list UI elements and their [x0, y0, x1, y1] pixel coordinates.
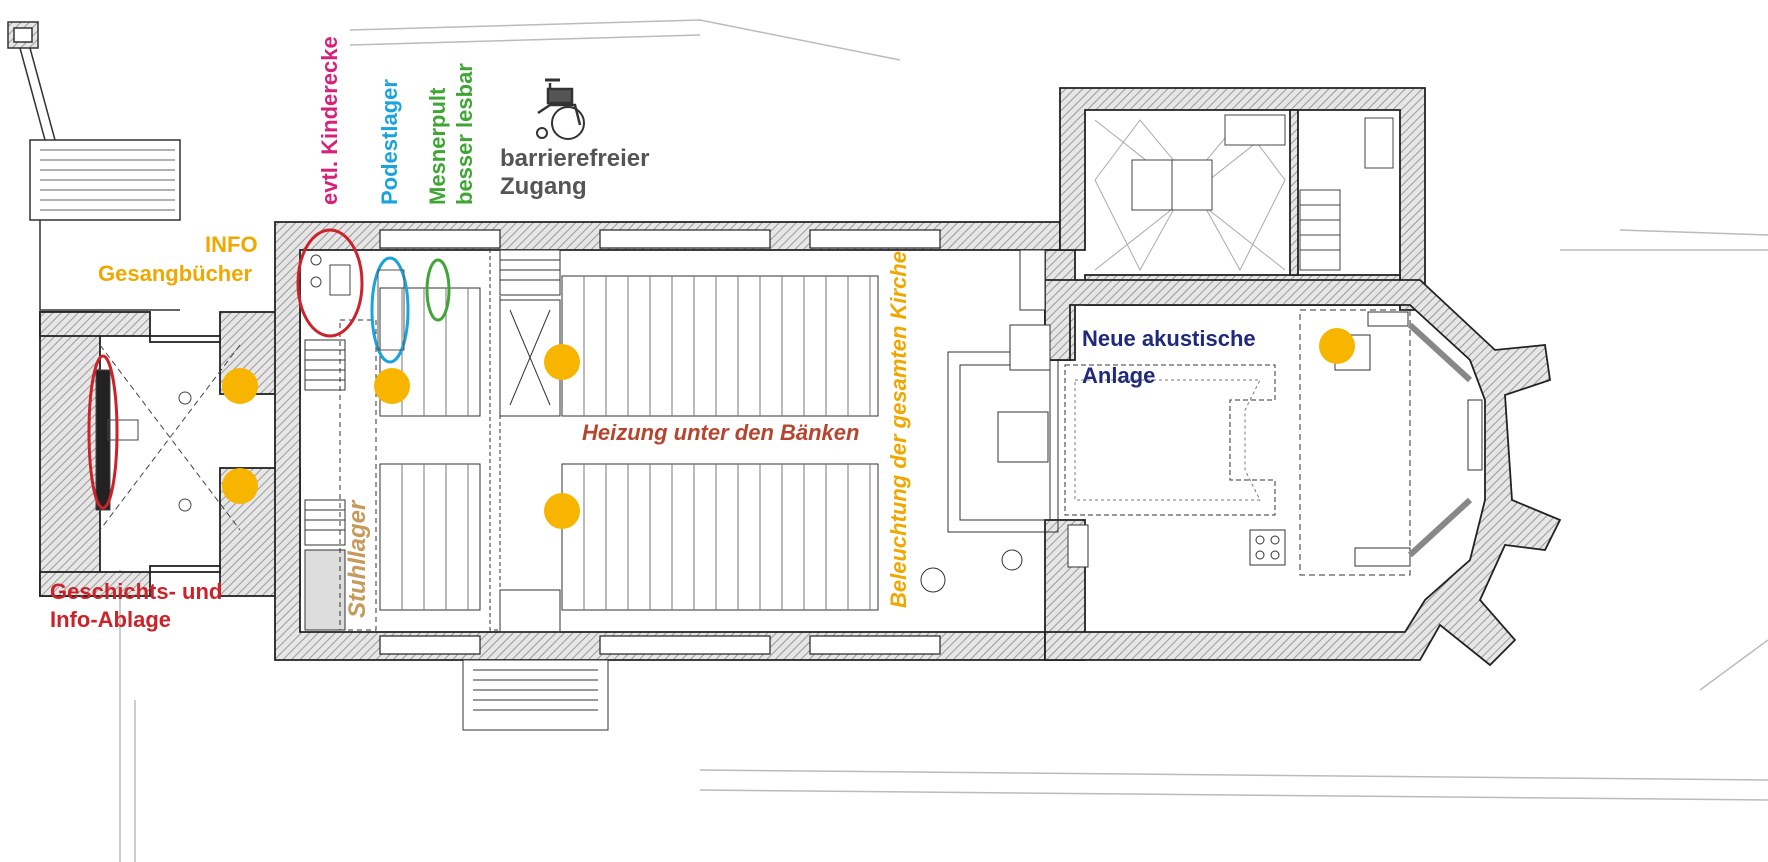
apse-walls [1044, 279, 1562, 667]
apse-interior [1009, 249, 1483, 576]
staircase-outside [7, 21, 181, 311]
label-info-line1: INFO [205, 232, 258, 257]
label-mesnerpult-line1: Mesnerpult [425, 87, 450, 205]
label-info-line2: Gesangbücher [98, 261, 253, 286]
wheelchair-icon [536, 78, 585, 140]
nave-windows [379, 229, 941, 655]
west-annex [39, 311, 301, 597]
central-aisle [462, 249, 609, 731]
label-barrierefrei-line2: Zugang [500, 173, 587, 200]
label-geschichts-line2: Info-Ablage [50, 607, 171, 632]
heating-dot-icon [222, 468, 258, 504]
label-heizung: Heizung unter den Bänken [582, 420, 860, 445]
podestlager-marker [370, 256, 410, 364]
west-annex-interior [95, 344, 241, 531]
heating-dot-icon [374, 368, 410, 404]
mesnerpult-marker [425, 258, 451, 322]
label-akustik-line2: Anlage [1082, 363, 1156, 388]
label-podestlager: Podestlager [377, 79, 402, 205]
label-akustik-line1: Neue akustische [1082, 326, 1256, 351]
label-geschichts-line1: Geschichts- und [50, 579, 223, 604]
pews-north [379, 275, 879, 417]
heating-dots [222, 328, 1355, 529]
label-kinderecke: evtl. Kinderecke [317, 36, 342, 205]
heating-dot-icon [544, 344, 580, 380]
heating-dot-icon [222, 368, 258, 404]
north-annex-interior [1094, 114, 1394, 272]
site-lines [119, 19, 1768, 862]
heating-dot-icon [544, 493, 580, 529]
pew-lines [401, 276, 871, 610]
label-mesnerpult-line2: besser lesbar [452, 63, 477, 205]
chancel [920, 351, 1059, 593]
heating-dot-icon [1319, 328, 1355, 364]
label-barrierefrei-line1: barrierefreier [500, 145, 650, 172]
nave-west-stairs [304, 319, 377, 631]
kinderecke-marker [296, 228, 364, 338]
label-stuhllager: Stuhllager [344, 500, 371, 618]
label-beleuchtung: Beleuchtung der gesamten Kirche [886, 251, 911, 608]
geschichts-marker [87, 354, 119, 510]
pews-south [379, 463, 879, 611]
